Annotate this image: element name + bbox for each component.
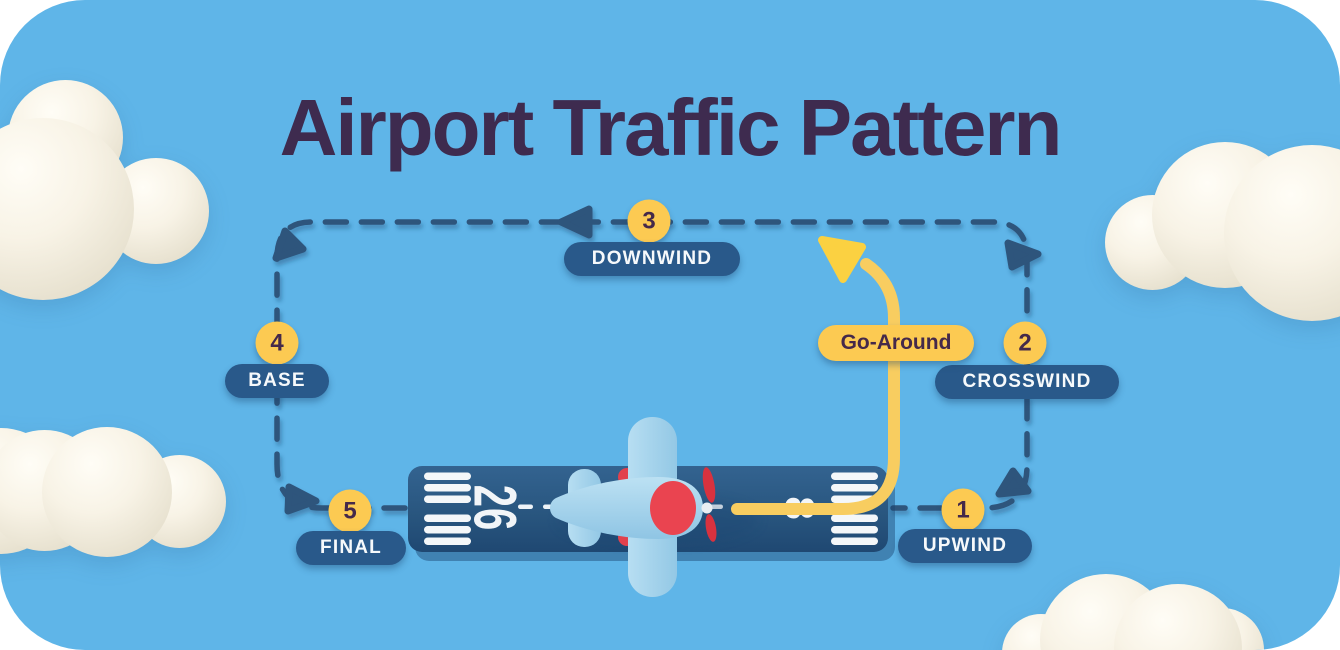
propeller-blade-top xyxy=(702,467,716,503)
turn-final-arrow-icon xyxy=(284,483,320,515)
leg-label-base: BASE xyxy=(225,364,329,398)
propeller-spinner xyxy=(701,502,713,514)
turn-crosswind-arrow-icon xyxy=(995,467,1032,498)
cloud-puff xyxy=(42,427,172,557)
propeller-blade-bottom xyxy=(705,514,717,542)
go-around-line xyxy=(731,258,900,515)
leg-number-3: 3 xyxy=(627,199,671,243)
turn-downwind-arrow-icon xyxy=(1004,239,1042,271)
page-title: Airport Traffic Pattern xyxy=(279,83,1063,172)
go-around-path xyxy=(731,236,900,515)
airplane-engine-cowl xyxy=(650,481,696,535)
downwind-arrow-icon xyxy=(557,205,593,239)
turn-base-arrow-icon xyxy=(272,227,307,262)
leg-number-1: 1 xyxy=(941,488,985,532)
leg-number-5: 5 xyxy=(328,489,372,533)
runway-threshold-stripes xyxy=(424,472,878,545)
leg-label-downwind: DOWNWIND xyxy=(564,242,740,276)
leg-number-4: 4 xyxy=(255,321,299,365)
leg-label-crosswind: CROSSWIND xyxy=(935,365,1119,399)
go-around-arrow-icon xyxy=(818,236,866,283)
leg-label-upwind: UPWIND xyxy=(898,529,1032,563)
leg-label-final: FINAL xyxy=(296,531,406,565)
pattern-loop xyxy=(272,205,1042,515)
runway-number-left: 26 xyxy=(461,485,528,531)
airplane xyxy=(550,417,758,597)
leg-number-2: 2 xyxy=(1003,321,1047,365)
go-around-label: Go-Around xyxy=(818,325,974,361)
